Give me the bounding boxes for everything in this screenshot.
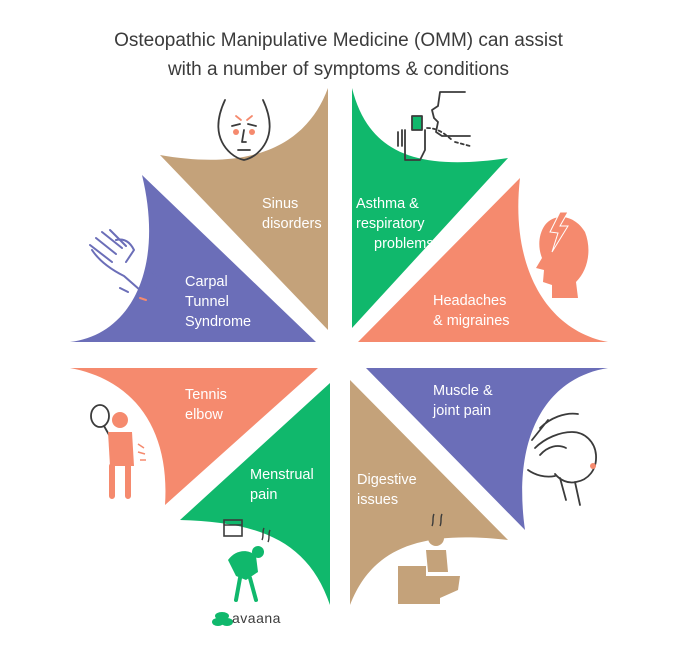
segment-sinus <box>160 88 328 330</box>
page-title: Osteopathic Manipulative Medicine (OMM) … <box>0 26 677 84</box>
inhaler-icon <box>397 91 471 161</box>
segment-asthma <box>352 88 508 328</box>
segment-headaches <box>358 178 608 342</box>
avaana-logo-icon <box>212 612 233 626</box>
toilet-person-icon <box>398 513 460 604</box>
label-sinus: Sinus disorders <box>262 196 322 232</box>
face-sinus-icon <box>217 99 271 161</box>
label-asthma: Asthma & respiratory problems <box>356 196 434 252</box>
wrist-pain-icon <box>89 229 161 301</box>
label-muscle: Muscle & joint pain <box>433 383 493 419</box>
brand: avaana <box>232 608 281 628</box>
cramping-person-icon <box>223 519 271 602</box>
head-lightning-icon <box>536 211 589 298</box>
segment-menstrual <box>180 383 330 605</box>
label-headaches: Headaches & migraines <box>433 293 510 329</box>
label-tennis: Tennis elbow <box>185 387 227 423</box>
segment-muscle <box>366 368 608 530</box>
segment-tennis <box>70 368 318 505</box>
massage-icon <box>527 412 597 506</box>
label-menstrual: Menstrual pain <box>250 467 314 503</box>
title-line-2: with a number of symptoms & conditions <box>167 59 510 80</box>
tennis-player-icon <box>90 404 146 499</box>
label-carpal: Carpal Tunnel Syndrome <box>185 274 252 330</box>
brand-name: avaana <box>232 610 281 626</box>
label-digestive: Digestive issues <box>357 472 417 508</box>
segment-digestive <box>350 380 508 605</box>
title-line-1: Osteopathic Manipulative Medicine (OMM) … <box>114 30 563 51</box>
segment-carpal <box>70 175 316 342</box>
